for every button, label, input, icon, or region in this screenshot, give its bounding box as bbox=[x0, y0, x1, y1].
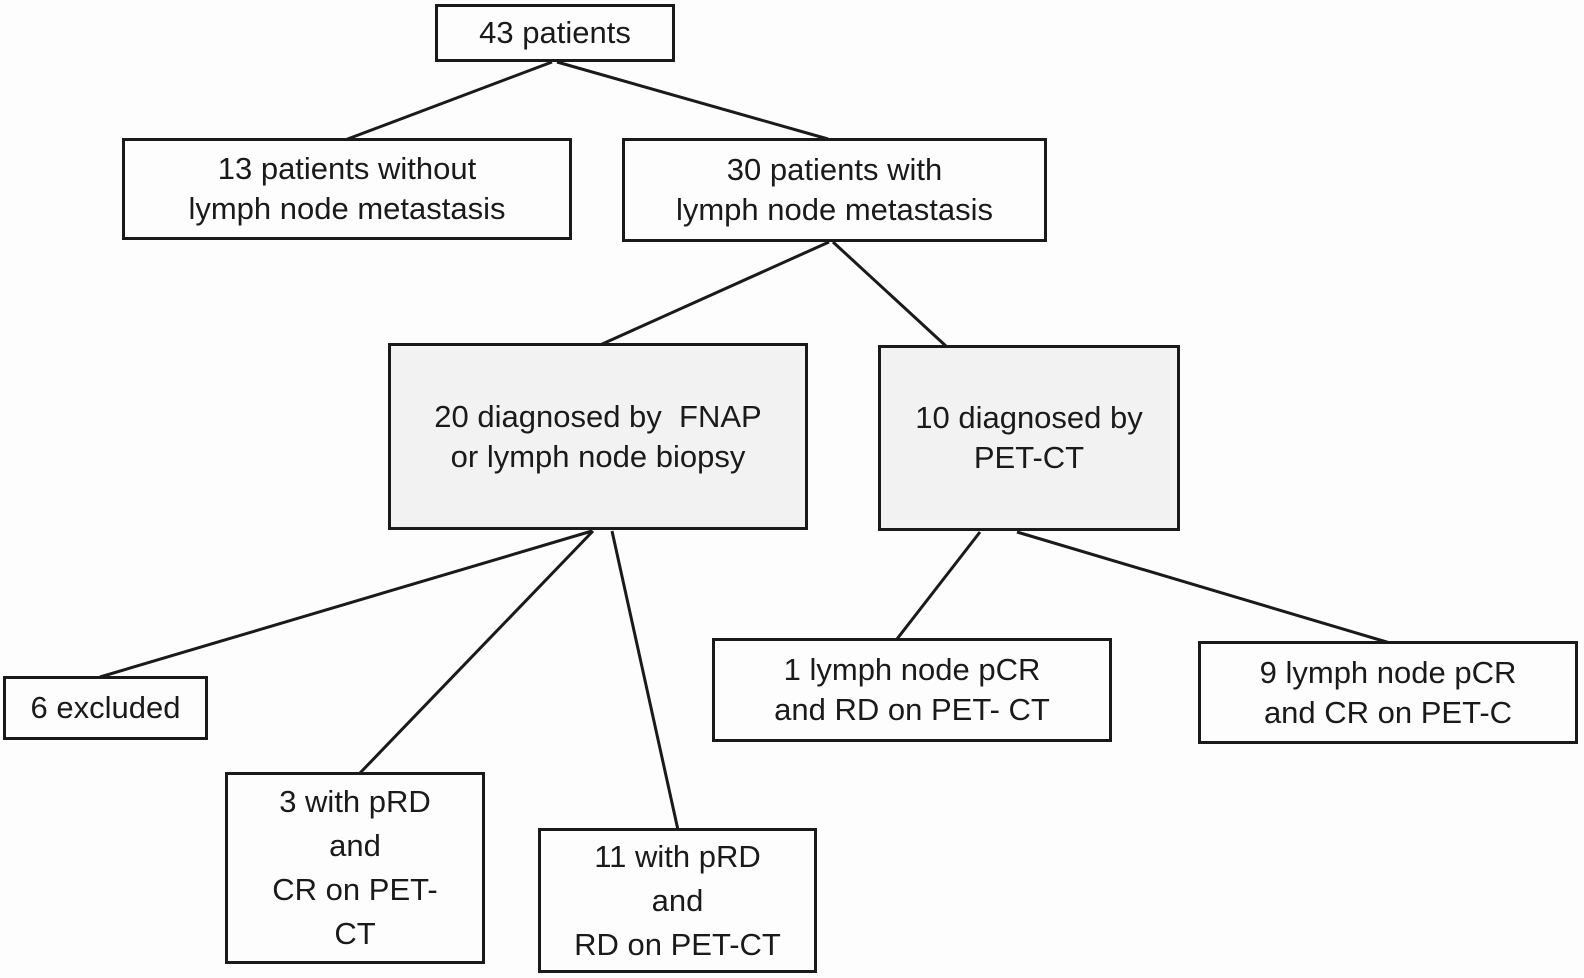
node-label: lymph node metastasis bbox=[675, 192, 994, 227]
node-label: PET-CT bbox=[973, 440, 1085, 475]
node-20-diagnosed-fnap: 20 diagnosed by FNAP or lymph node biops… bbox=[388, 343, 808, 530]
node-label: 3 with pRD bbox=[279, 784, 431, 819]
node-label: 6 excluded bbox=[30, 690, 181, 725]
node-label: and CR on PET-C bbox=[1263, 694, 1513, 730]
node-9-pcr-cr: 9 lymph node pCR and CR on PET-C bbox=[1198, 641, 1578, 744]
edge-with-to-fnap bbox=[599, 240, 830, 347]
edge-total-to-with bbox=[556, 60, 829, 141]
edge-fnap-to-prd-cr bbox=[358, 529, 595, 775]
node-label: and RD on PET- CT bbox=[774, 692, 1050, 727]
node-label: 1 lymph node pCR bbox=[783, 652, 1041, 687]
node-label: RD on PET-CT bbox=[574, 926, 781, 962]
node-43-patients: 43 patients bbox=[435, 4, 675, 62]
node-label: and bbox=[651, 882, 704, 918]
node-label: lymph node metastasis bbox=[188, 191, 506, 226]
edge-total-to-without bbox=[344, 60, 553, 142]
node-label: or lymph node biopsy bbox=[450, 438, 746, 474]
node-label: CT bbox=[334, 916, 376, 951]
node-3-prd-cr: 3 with pRD and CR on PET- CT bbox=[225, 772, 485, 964]
node-30-with-metastasis: 30 patients with lymph node metastasis bbox=[622, 138, 1047, 242]
node-label: 11 with pRD bbox=[594, 838, 761, 874]
node-label: CR on PET- bbox=[272, 872, 438, 907]
node-label: 20 diagnosed by FNAP bbox=[434, 398, 762, 434]
node-11-prd-rd: 11 with pRD and RD on PET-CT bbox=[538, 828, 817, 973]
node-label: 43 patients bbox=[479, 15, 631, 50]
node-label: 13 patients without bbox=[217, 151, 477, 186]
node-label: 10 diagnosed by bbox=[915, 400, 1143, 435]
edge-fnap-to-prd-rd bbox=[610, 530, 680, 831]
edge-petct-to-pcr-cr bbox=[1016, 530, 1391, 645]
edge-fnap-to-excluded bbox=[99, 529, 593, 679]
node-13-without-metastasis: 13 patients without lymph node metastasi… bbox=[122, 138, 572, 240]
node-1-pcr-rd: 1 lymph node pCR and RD on PET- CT bbox=[712, 638, 1112, 742]
node-label: and bbox=[329, 828, 381, 863]
edge-with-to-petct bbox=[831, 240, 949, 349]
node-label: 30 patients with bbox=[726, 152, 943, 187]
node-6-excluded: 6 excluded bbox=[3, 676, 208, 740]
node-label: 9 lymph node pCR bbox=[1259, 654, 1517, 690]
node-10-diagnosed-petct: 10 diagnosed by PET-CT bbox=[878, 345, 1180, 531]
edge-petct-to-pcr-rd bbox=[895, 531, 982, 640]
